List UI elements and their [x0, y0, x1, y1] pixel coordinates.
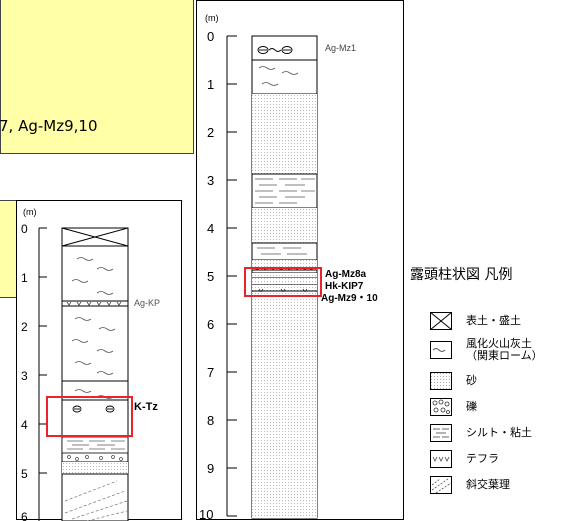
- legend-item-gravel: 礫: [430, 396, 477, 418]
- legend-item-fill-soil: 表土・盛土: [430, 310, 521, 332]
- right-tick-10: 10: [199, 507, 213, 521]
- legend-label-volcanic-ash: 風化火山灰土 （関東ローム）: [466, 337, 543, 362]
- caption-box-top: 7, Ag-Mz9,10: [0, 0, 194, 154]
- legend-label-silt-clay: シルト・粘土: [466, 426, 532, 439]
- right-tick-1: 1: [207, 77, 214, 92]
- left-column-panel: (m) 0 1 2 3 4 5 6: [16, 200, 182, 521]
- left-silt-layer: [67, 440, 125, 450]
- right-tick-4: 4: [207, 221, 214, 236]
- left-tick-3: 3: [21, 369, 28, 383]
- legend-item-silt-clay: シルト・粘土: [430, 422, 532, 444]
- legend-title: 露頭柱状図 凡例: [410, 267, 513, 283]
- right-highlight-agmz: [244, 267, 322, 297]
- left-gravel-layer: [67, 455, 123, 461]
- legend-item-cross-bedding: 斜交葉理: [430, 474, 510, 496]
- left-ash-layer-2: [71, 317, 116, 375]
- silt-clay-icon: [430, 424, 452, 442]
- left-tick-2: 2: [21, 320, 28, 334]
- right-ash-layer: [258, 66, 299, 86]
- legend-label-fill-soil: 表土・盛土: [466, 314, 521, 327]
- right-tick-6: 6: [207, 317, 214, 332]
- right-label-hkkip7: Hk-KIP7: [325, 281, 364, 292]
- left-column-diagram: (m) 0 1 2 3 4 5 6: [21, 207, 160, 521]
- right-unit-label: (m): [205, 13, 219, 23]
- volcanic-ash-icon: [430, 341, 452, 359]
- legend-label-cross-bedding: 斜交葉理: [466, 478, 510, 491]
- right-tick-5: 5: [207, 269, 214, 284]
- legend-item-volcanic-ash: 風化火山灰土 （関東ローム）: [430, 336, 543, 364]
- right-column-diagram: (m) 0 1 2 3 4 5 6 7 8 9 10: [199, 13, 378, 521]
- right-label-agmz1: Ag-Mz1: [325, 43, 356, 53]
- right-tick-3: 3: [207, 173, 214, 188]
- legend-label-sand: 砂: [466, 374, 477, 387]
- left-tick-4: 4: [21, 418, 28, 432]
- right-tick-7: 7: [207, 365, 214, 380]
- sand-icon: [430, 372, 452, 390]
- caption-text: 7, Ag-Mz9,10: [0, 117, 98, 135]
- left-ash-layer-1: [71, 257, 114, 295]
- left-tephra-layer: [66, 301, 122, 306]
- fill-soil-icon: [430, 312, 452, 330]
- left-depth-ticks: [39, 227, 47, 474]
- left-ktz-symbols: [72, 405, 115, 413]
- legend-label-gravel: 礫: [466, 400, 477, 413]
- right-silt-layer-2: [257, 247, 307, 255]
- left-highlight-ktz: [46, 396, 133, 437]
- left-label-agkp: Ag-KP: [134, 298, 160, 308]
- legend-item-tephra: テフラ: [430, 448, 499, 470]
- right-tick-2: 2: [207, 125, 214, 140]
- left-tick-0: 0: [21, 222, 28, 236]
- right-agmz1-symbols: [257, 46, 293, 54]
- right-tick-8: 8: [207, 413, 214, 428]
- left-tick-5: 5: [21, 467, 28, 481]
- legend-label-tephra: テフラ: [466, 452, 499, 465]
- left-label-ktz: K-Tz: [134, 401, 158, 413]
- right-label-agmz910: Ag-Mz9・10: [321, 293, 378, 304]
- right-silt-layer: [255, 178, 315, 204]
- left-cross-bedding-layer: [64, 480, 128, 521]
- tephra-icon: [430, 450, 452, 468]
- left-unit-label: (m): [23, 207, 37, 217]
- right-tick-9: 9: [207, 461, 214, 476]
- legend-item-sand: 砂: [430, 370, 477, 392]
- gravel-icon: [430, 398, 452, 416]
- right-depth-ticks: [227, 35, 237, 517]
- left-tick-6: 6: [21, 510, 28, 521]
- left-tick-1: 1: [21, 271, 28, 285]
- right-column-panel: (m) 0 1 2 3 4 5 6 7 8 9 10: [196, 0, 404, 521]
- cross-bedding-icon: [430, 476, 452, 494]
- right-tick-0: 0: [207, 29, 214, 44]
- right-label-agmz8a: Ag-Mz8a: [325, 269, 367, 280]
- left-fill-soil-layer: [61, 227, 129, 247]
